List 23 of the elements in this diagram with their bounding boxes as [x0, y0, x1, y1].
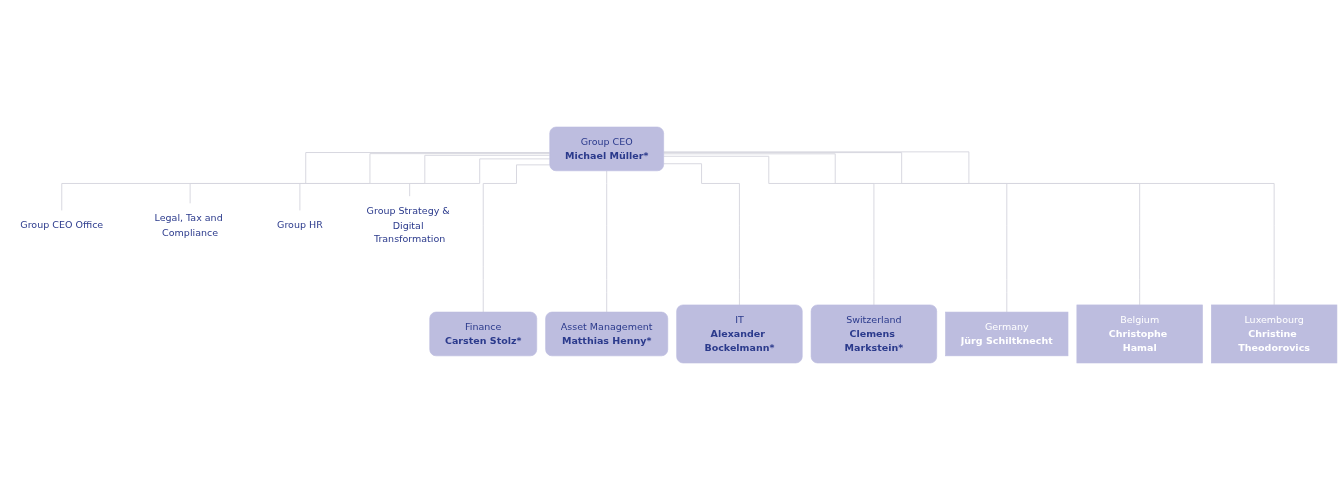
node-text: Legal, Tax and Compliance	[154, 212, 223, 238]
connector	[61, 152, 551, 211]
connector	[299, 154, 551, 211]
connector	[482, 164, 551, 313]
node-text: Group Strategy & Digital Transformation	[366, 205, 450, 245]
connector	[663, 153, 1008, 313]
node-box: Group CEO Michael Müller*	[549, 126, 664, 172]
connector	[409, 158, 551, 197]
connector	[189, 153, 551, 204]
connector	[606, 170, 608, 313]
node-text: Group HR	[277, 219, 323, 231]
connector	[663, 151, 1275, 306]
node-box: Belgium Christophe Hamal	[1076, 304, 1203, 364]
node-box: Asset Management Matthias Henny*	[545, 311, 669, 357]
node-box: Switzerland Clemens Markstein*	[810, 304, 937, 364]
node-box: Luxembourg Christine Theodorovics	[1211, 304, 1338, 364]
node-text: Group CEO Office	[20, 219, 104, 231]
connector	[663, 155, 875, 306]
node-box: Finance Carsten Stolz*	[429, 311, 538, 357]
connector	[663, 152, 1141, 306]
node-box: IT Alexander Bockelmann*	[676, 304, 803, 364]
connector	[663, 163, 740, 306]
node-box: Germany Jürg Schiltknecht	[945, 311, 1069, 357]
